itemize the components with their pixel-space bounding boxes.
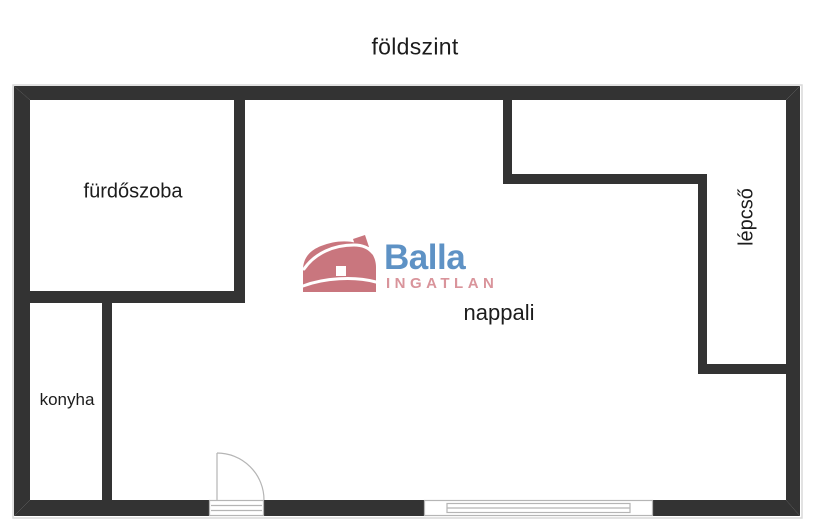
page-title: földszint [371, 33, 459, 60]
wall-bathroom-right [234, 100, 245, 303]
wall-top [14, 86, 800, 100]
wall-bottom-left-segment [14, 500, 209, 516]
window-icon [423, 499, 654, 517]
wall-stair-bottom [698, 364, 786, 374]
logo-swoosh [301, 277, 378, 288]
room-label-nappali: nappali [463, 300, 535, 325]
wall-bottom-right-segment [653, 500, 800, 516]
wall-stair-upper-left [503, 100, 512, 184]
logo-house-window [336, 266, 346, 276]
room-label-furdoszoba: fürdőszoba [83, 180, 183, 203]
wall-kitchen-right [102, 297, 112, 500]
logo-subtitle-text: INGATLAN [386, 275, 499, 292]
wall-right [786, 86, 800, 516]
door-threshold [208, 499, 265, 517]
wall-stair-left [698, 174, 707, 374]
wall-left [14, 86, 30, 516]
outer-contour-line [12, 84, 803, 519]
room-label-lepcso: lépcső [735, 188, 758, 246]
room-label-konyha: konyha [39, 390, 95, 409]
interior-walls [30, 100, 786, 500]
outer-walls [14, 86, 800, 516]
wall-bottom-middle-segment [264, 500, 424, 516]
wall-bathroom-bottom [30, 291, 245, 303]
entry-door-icon [208, 452, 265, 517]
door-swing-arc [216, 452, 265, 501]
wall-stair-top [503, 174, 707, 184]
logo-house-icon [301, 235, 378, 292]
logo-roof-line [302, 243, 375, 271]
logo-brand-text: Balla [384, 238, 466, 277]
